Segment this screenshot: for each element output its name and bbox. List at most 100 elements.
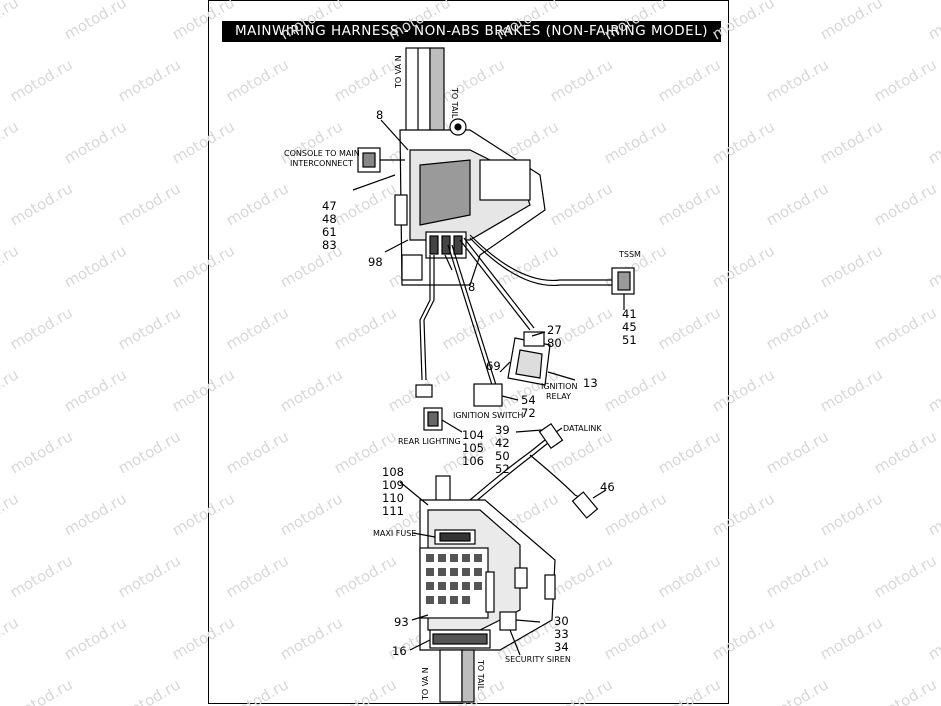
- console-label-line1: CONSOLE TO MAIN: [284, 149, 360, 158]
- watermark-text: motod.ru: [169, 0, 238, 43]
- callout-93: 93: [394, 615, 409, 629]
- callout-69: 69: [486, 359, 501, 373]
- watermark-text: motod.ru: [655, 675, 724, 706]
- watermark-text: motod.ru: [223, 55, 292, 105]
- watermark-text: motod.ru: [331, 179, 400, 229]
- callout-54: 54: [521, 393, 536, 407]
- watermark-text: motod.ru: [601, 0, 670, 43]
- watermark-text: motod.ru: [169, 613, 238, 663]
- callout-83: 83: [322, 238, 337, 252]
- watermark-text: motod.ru: [709, 613, 778, 663]
- callout-98: 98: [368, 255, 383, 269]
- watermark-text: motod.ru: [817, 241, 886, 291]
- watermark-text: motod.ru: [331, 551, 400, 601]
- watermark-text: motod.ru: [493, 0, 562, 43]
- callout-47: 47: [322, 199, 337, 213]
- watermark-text: motod.ru: [7, 551, 76, 601]
- callout-108: 108: [382, 465, 404, 479]
- to-van-bottom-label: TO VA N: [421, 667, 430, 701]
- watermark-text: motod.ru: [601, 117, 670, 167]
- callout-111: 111: [382, 504, 404, 518]
- watermark-text: motod.ru: [925, 489, 941, 539]
- watermark-text: motod.ru: [223, 551, 292, 601]
- watermark-text: motod.ru: [655, 427, 724, 477]
- watermark-text: motod.ru: [547, 55, 616, 105]
- watermark-text: motod.ru: [115, 179, 184, 229]
- watermark-text: motod.ru: [871, 55, 940, 105]
- callout-52: 52: [495, 462, 510, 476]
- watermark-text: motod.ru: [817, 365, 886, 415]
- callout-8-mid: 8: [468, 280, 475, 294]
- watermark-text: motod.ru: [61, 613, 130, 663]
- console-label-line2: INTERCONNECT: [290, 159, 353, 168]
- watermark-text: motod.ru: [601, 365, 670, 415]
- watermark-text: motod.ru: [61, 117, 130, 167]
- watermark-text: motod.ru: [277, 0, 346, 43]
- watermark-text: motod.ru: [169, 117, 238, 167]
- watermark-text: motod.ru: [223, 179, 292, 229]
- watermark-text: motod.ru: [61, 0, 130, 43]
- watermark-text: motod.ru: [331, 303, 400, 353]
- callout-41: 41: [622, 307, 637, 321]
- watermark-text: motod.ru: [709, 241, 778, 291]
- to-tail-top-label: TO TAIL: [450, 87, 459, 119]
- callout-30: 30: [554, 614, 569, 628]
- callout-110: 110: [382, 491, 404, 505]
- callout-105: 105: [462, 441, 484, 455]
- callout-51: 51: [622, 333, 637, 347]
- watermark-text: motod.ru: [277, 489, 346, 539]
- to-van-top-label: TO VA N: [394, 55, 403, 89]
- watermark-text: motod.ru: [169, 365, 238, 415]
- watermark-text: motod.ru: [763, 427, 832, 477]
- watermark-text: motod.ru: [817, 117, 886, 167]
- security-siren: [499, 611, 517, 631]
- watermark-text: motod.ru: [0, 0, 22, 43]
- watermark-text: motod.ru: [169, 241, 238, 291]
- watermark-text: motod.ru: [547, 551, 616, 601]
- callout-8-top: 8: [376, 108, 383, 122]
- watermark-text: motod.ru: [709, 0, 778, 43]
- watermark-text: motod.ru: [169, 489, 238, 539]
- lower-harness-trunk: [439, 649, 463, 703]
- connector-46: [571, 491, 599, 519]
- watermark-text: motod.ru: [925, 365, 941, 415]
- watermark-text: motod.ru: [439, 55, 508, 105]
- callout-33: 33: [554, 627, 569, 641]
- watermark-text: motod.ru: [61, 365, 130, 415]
- watermark-text: motod.ru: [0, 117, 22, 167]
- ignition-switch-connector: [473, 383, 503, 407]
- ignition-relay-label-line2: RELAY: [546, 392, 571, 401]
- watermark-text: motod.ru: [277, 365, 346, 415]
- callout-42: 42: [495, 436, 510, 450]
- watermark-text: motod.ru: [871, 427, 940, 477]
- watermark-text: motod.ru: [0, 613, 22, 663]
- ignition-switch-label: IGNITION SWITCH: [453, 411, 523, 420]
- watermark-text: motod.ru: [115, 55, 184, 105]
- watermark-text: motod.ru: [601, 489, 670, 539]
- callout-50: 50: [495, 449, 510, 463]
- security-siren-label: SECURITY SIREN: [505, 655, 571, 664]
- watermark-text: motod.ru: [223, 675, 292, 706]
- watermark-text: motod.ru: [61, 489, 130, 539]
- diagram-title: MAINWIRING HARNESS - NON-ABS BRAKES (NON…: [222, 21, 721, 42]
- callout-13: 13: [583, 376, 598, 390]
- datalink-connector: [538, 422, 564, 450]
- watermark-text: motod.ru: [115, 675, 184, 706]
- watermark-text: motod.ru: [7, 303, 76, 353]
- callout-16: 16: [392, 644, 407, 658]
- watermark-text: motod.ru: [7, 179, 76, 229]
- watermark-text: motod.ru: [0, 489, 22, 539]
- watermark-text: motod.ru: [223, 427, 292, 477]
- watermark-text: motod.ru: [7, 55, 76, 105]
- watermark-text: motod.ru: [547, 179, 616, 229]
- watermark-text: motod.ru: [601, 613, 670, 663]
- watermark-text: motod.ru: [709, 117, 778, 167]
- rear-lighting-label: REAR LIGHTING: [398, 437, 461, 446]
- watermark-text: motod.ru: [7, 427, 76, 477]
- watermark-text: motod.ru: [817, 0, 886, 43]
- watermark-text: motod.ru: [7, 675, 76, 706]
- watermark-text: motod.ru: [61, 241, 130, 291]
- watermark-text: motod.ru: [601, 241, 670, 291]
- watermark-text: motod.ru: [331, 55, 400, 105]
